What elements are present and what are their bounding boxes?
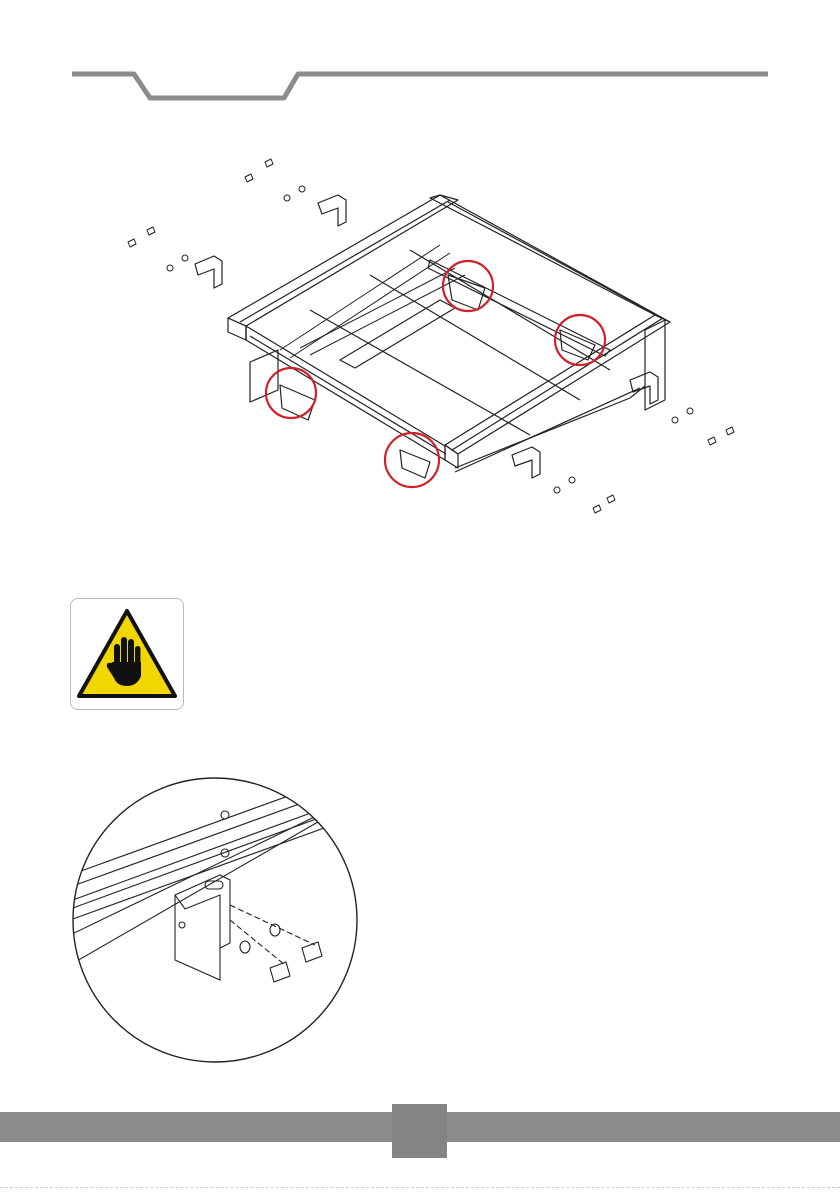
highlight-circle [385, 433, 439, 487]
back-rail [430, 195, 670, 322]
left-rail [228, 195, 458, 340]
highlight-circle [266, 368, 316, 418]
bracket-top [318, 195, 346, 226]
highlight-circle [443, 261, 493, 311]
header-tab-rule [0, 0, 840, 110]
frame-assembly-illustration [110, 150, 760, 530]
near-rail [246, 326, 446, 460]
bracket-right [630, 372, 658, 404]
bracket-detail-view [70, 775, 360, 1065]
screws [128, 159, 734, 513]
bracket-left [195, 256, 222, 288]
bracket-front [512, 447, 540, 478]
stop-hand-warning-icon [75, 604, 179, 704]
page-number-tab [392, 1104, 447, 1158]
page-edge-line [0, 1187, 840, 1188]
warning-sign [70, 598, 184, 710]
